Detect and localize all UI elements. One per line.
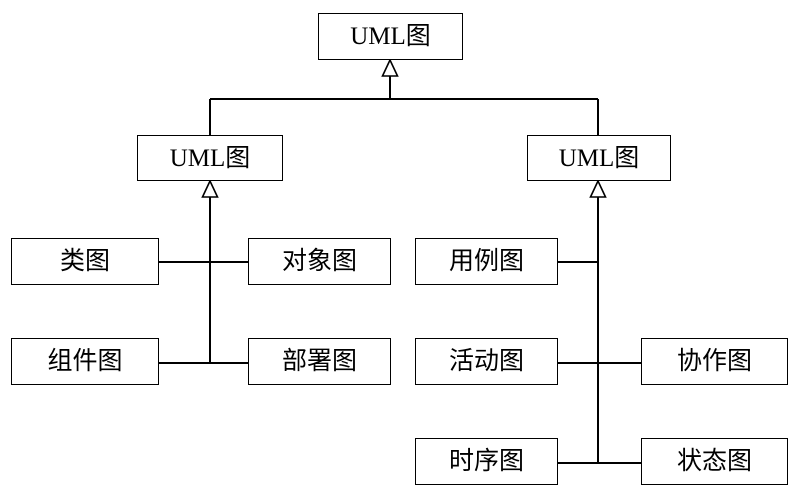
node-activity[interactable]: 活动图 xyxy=(415,338,558,385)
node-collaboration[interactable]: 协作图 xyxy=(641,338,788,385)
node-label-root: UML图 xyxy=(350,23,431,50)
node-label-state: 状态图 xyxy=(676,448,752,475)
generalization-arrow-to-mid-right xyxy=(589,179,607,198)
node-mid_left[interactable]: UML图 xyxy=(137,135,283,181)
generalization-arrow-to-mid-left xyxy=(201,179,219,198)
node-label-activity: 活动图 xyxy=(448,348,524,375)
node-label-usecase: 用例图 xyxy=(448,248,524,275)
node-object[interactable]: 对象图 xyxy=(248,238,391,285)
node-label-class: 类图 xyxy=(59,248,110,275)
node-mid_right[interactable]: UML图 xyxy=(527,135,671,181)
node-label-mid_right: UML图 xyxy=(558,144,640,172)
node-label-object: 对象图 xyxy=(281,248,357,275)
node-label-component: 组件图 xyxy=(47,348,123,375)
node-deployment[interactable]: 部署图 xyxy=(248,338,391,385)
node-label-mid_left: UML图 xyxy=(169,144,251,172)
node-state[interactable]: 状态图 xyxy=(641,438,788,485)
node-label-deployment: 部署图 xyxy=(281,348,357,375)
node-label-sequence: 时序图 xyxy=(448,448,524,475)
node-sequence[interactable]: 时序图 xyxy=(415,438,558,485)
node-root[interactable]: UML图 xyxy=(318,13,463,60)
node-component[interactable]: 组件图 xyxy=(11,338,159,385)
node-label-collaboration: 协作图 xyxy=(676,348,752,375)
generalization-arrow-to-root xyxy=(381,58,399,77)
node-usecase[interactable]: 用例图 xyxy=(415,238,558,285)
node-class[interactable]: 类图 xyxy=(11,238,159,285)
